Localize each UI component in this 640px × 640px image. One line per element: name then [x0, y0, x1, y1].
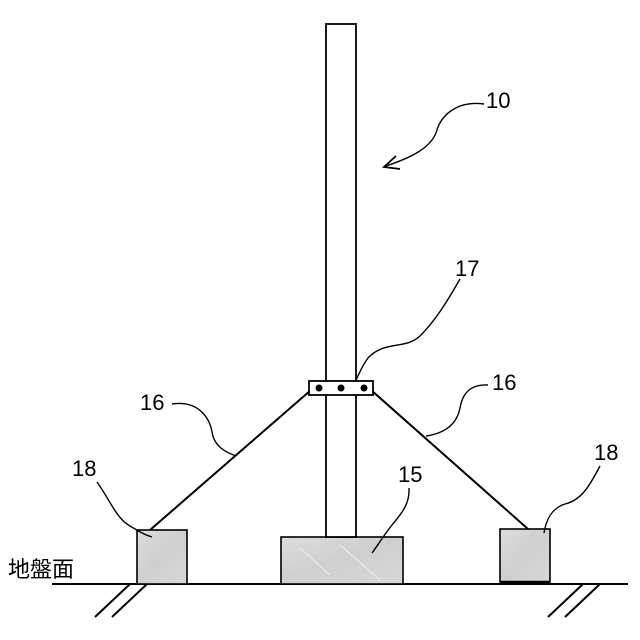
label-stay-right: 16 [492, 370, 516, 395]
label-anchor-right: 18 [594, 440, 618, 465]
anchor-left-leader [97, 482, 152, 537]
label-foundation: 15 [398, 462, 422, 487]
label-clamp: 17 [455, 256, 479, 281]
stay-left-leader [172, 403, 236, 456]
clamp-bolt-center [338, 385, 345, 392]
clamp-bolt-left [316, 385, 323, 392]
stay-right-leader [426, 385, 488, 436]
anchor-block-left [137, 530, 187, 584]
clamp-leader [356, 279, 460, 380]
label-ground-surface: 地盤面 [8, 558, 74, 583]
label-stay-left: 16 [140, 390, 164, 415]
clamp-bolt-right [361, 385, 368, 392]
assembly-leader [386, 103, 484, 166]
ground-hatch-right [548, 584, 600, 617]
label-anchor-left: 18 [72, 456, 96, 481]
anchor-right-leader [544, 466, 600, 533]
stay-wire-left [150, 390, 311, 530]
ground-hatch-left [95, 584, 147, 617]
label-assembly: 10 [486, 88, 510, 113]
stay-wire-right [371, 390, 528, 529]
foundation-block [281, 537, 403, 584]
anchor-block-right [500, 529, 550, 582]
pole [326, 24, 356, 537]
